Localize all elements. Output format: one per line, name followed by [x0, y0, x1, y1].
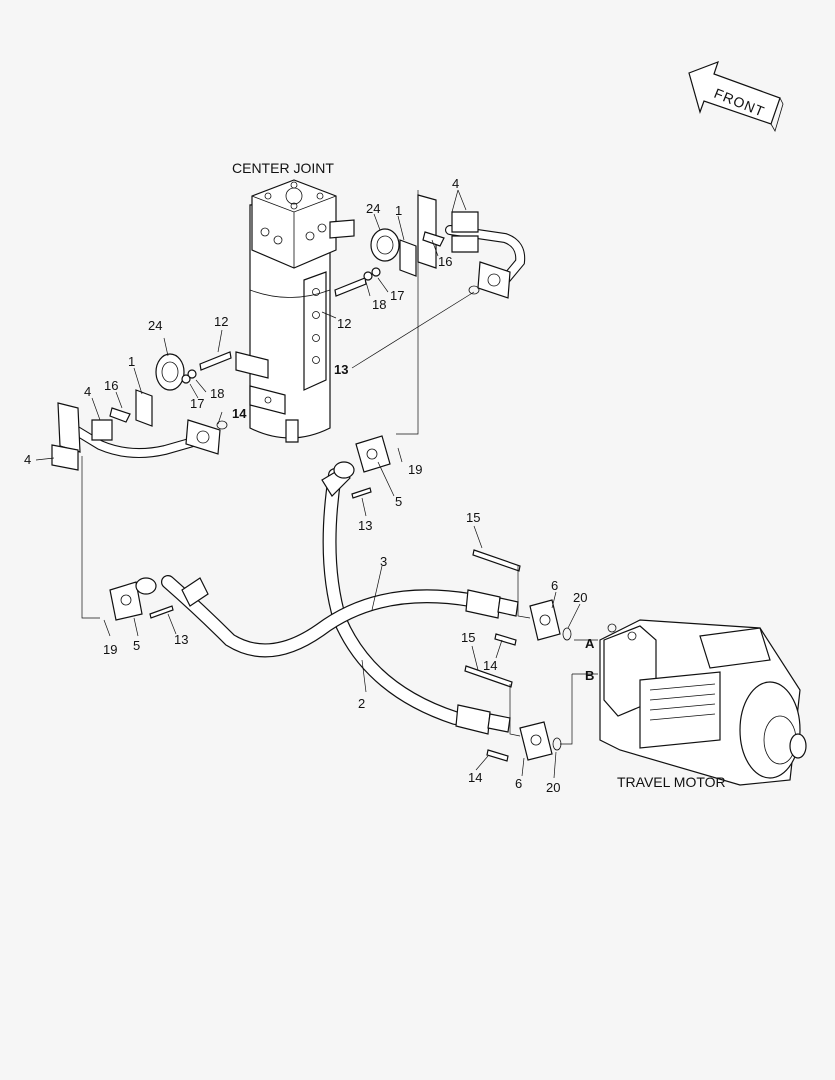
callout-B: B [585, 668, 594, 683]
callout-14: 14 [232, 406, 247, 421]
callout-20: 20 [546, 780, 560, 795]
callout-13: 13 [358, 518, 372, 533]
callout-6: 6 [515, 776, 522, 791]
callout-13: 13 [334, 362, 348, 377]
callout-24: 24 [366, 201, 380, 216]
callout-6: 6 [551, 578, 558, 593]
center-joint [235, 179, 355, 443]
callout-5: 5 [395, 494, 402, 509]
callout-4: 4 [24, 452, 31, 467]
flange-6-b [464, 665, 562, 762]
callout-5: 5 [133, 638, 140, 653]
callout-1: 1 [128, 354, 135, 369]
callout-A: A [585, 636, 595, 651]
callout-4: 4 [84, 384, 91, 399]
callout-13: 13 [174, 632, 188, 647]
pipe-upper-left [51, 351, 232, 471]
front-arrow: FRONT [688, 60, 784, 133]
travel-motor [599, 619, 807, 786]
callout-18: 18 [210, 386, 224, 401]
pipe-top-right [334, 194, 526, 299]
callout-1: 1 [395, 203, 402, 218]
hose-3 [161, 575, 519, 658]
leader-lines [35, 189, 598, 779]
callout-18: 18 [372, 297, 386, 312]
callout-16: 16 [438, 254, 452, 269]
callout-12: 12 [214, 314, 228, 329]
callout-15: 15 [466, 510, 480, 525]
callout-12: 12 [337, 316, 351, 331]
callout-14: 14 [483, 658, 497, 673]
callouts: 4 24 1 16 17 18 12 13 24 12 1 16 4 18 17… [24, 176, 595, 795]
callout-19: 19 [408, 462, 422, 477]
callout-16: 16 [104, 378, 118, 393]
callout-17: 17 [190, 396, 204, 411]
flange-5-mid [333, 435, 391, 499]
callout-14: 14 [468, 770, 482, 785]
center-joint-title: CENTER JOINT [232, 160, 334, 176]
callout-4: 4 [452, 176, 459, 191]
flange-5-left [109, 577, 174, 621]
callout-17: 17 [390, 288, 404, 303]
callout-19: 19 [103, 642, 117, 657]
callout-15: 15 [461, 630, 475, 645]
flange-6-a [472, 549, 572, 646]
callout-24: 24 [148, 318, 162, 333]
callout-3: 3 [380, 554, 387, 569]
callout-20: 20 [573, 590, 587, 605]
callout-2: 2 [358, 696, 365, 711]
travel-motor-title: TRAVEL MOTOR [617, 774, 726, 790]
